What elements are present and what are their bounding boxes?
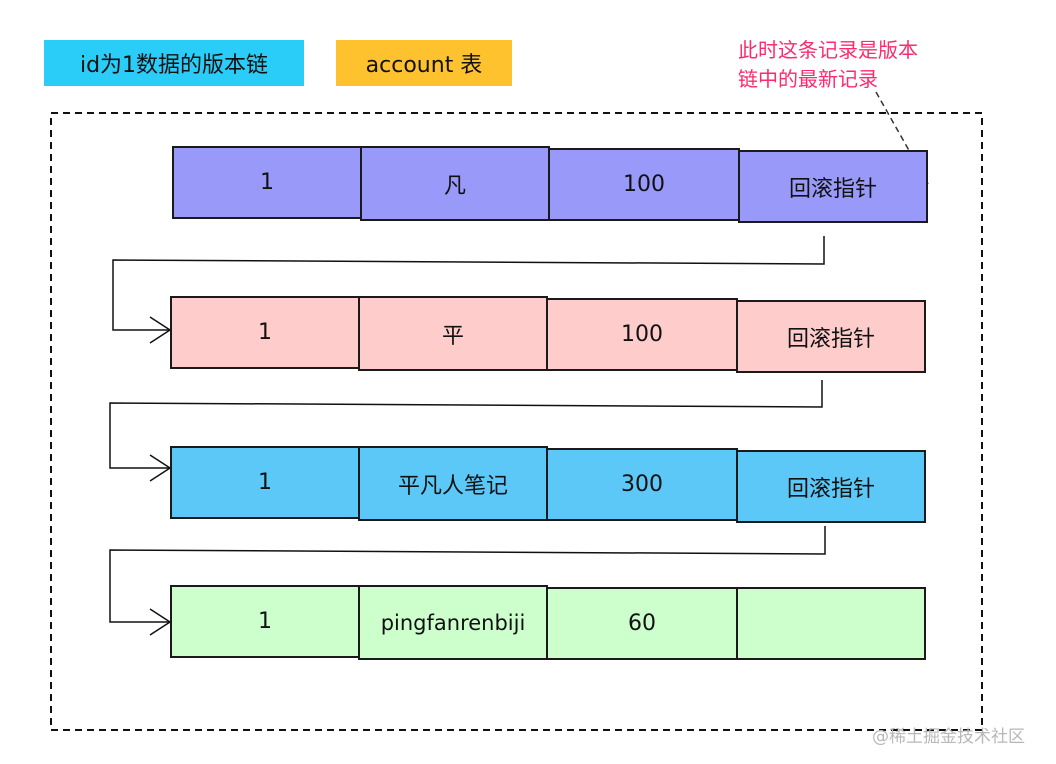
- record-3-id-cell: 1: [170, 446, 360, 519]
- note-line-2: 链中的最新记录: [738, 67, 878, 91]
- legend-account-table: account 表: [336, 40, 512, 86]
- record-1-id-cell: 1: [172, 146, 362, 219]
- record-2-name-cell: 平: [358, 296, 548, 371]
- record-2-balance-cell: 100: [546, 298, 738, 371]
- record-3-name-cell: 平凡人笔记: [358, 446, 548, 521]
- record-2-rollback-pointer-cell: 回滚指针: [736, 300, 926, 373]
- latest-record-note: 此时这条记录是版本 链中的最新记录: [738, 36, 978, 94]
- record-4-empty-cell: [736, 587, 926, 660]
- record-3-rollback-pointer-cell: 回滚指针: [736, 450, 926, 523]
- record-2-id-cell: 1: [170, 296, 360, 369]
- note-line-1: 此时这条记录是版本: [738, 38, 918, 62]
- record-1-name-cell: 凡: [360, 146, 550, 221]
- record-3-balance-cell: 300: [546, 448, 738, 521]
- record-4-name-cell: pingfanrenbiji: [358, 585, 548, 660]
- account-table-boundary: [50, 112, 983, 731]
- record-1-balance-cell: 100: [548, 148, 740, 221]
- record-4-balance-cell: 60: [546, 587, 738, 660]
- legend-version-chain: id为1数据的版本链: [44, 40, 304, 86]
- record-1-rollback-pointer-cell: 回滚指针: [738, 150, 928, 223]
- note-pointer-line: [875, 91, 929, 185]
- watermark: @稀土掘金技术社区: [872, 727, 1025, 747]
- record-4-id-cell: 1: [170, 585, 360, 658]
